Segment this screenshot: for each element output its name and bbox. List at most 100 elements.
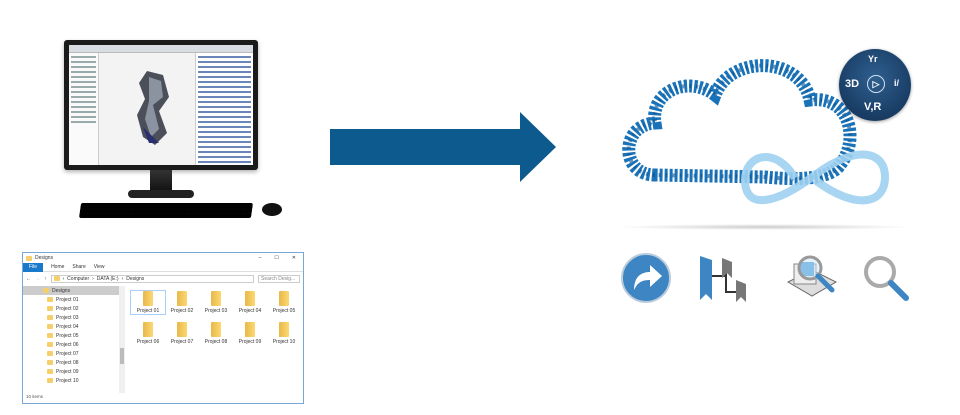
folder-label: Project 05 <box>272 308 296 314</box>
folder-item[interactable]: Project 07 <box>165 322 199 345</box>
folder-icon <box>211 322 221 337</box>
folder-icon <box>177 291 187 306</box>
folder-icon <box>47 351 53 356</box>
nav-item[interactable]: Project 04 <box>23 322 119 331</box>
nav-item-label: Project 09 <box>56 368 79 375</box>
compass-right: i/ <box>894 78 900 88</box>
folder-item[interactable]: Project 08 <box>199 322 233 345</box>
folder-label: Project 10 <box>272 339 296 345</box>
folder-icon <box>47 333 53 338</box>
folder-icon <box>47 369 53 374</box>
folder-item[interactable]: Project 03 <box>199 291 233 314</box>
nav-item-label: Project 08 <box>56 359 79 366</box>
folder-icon <box>43 288 49 293</box>
scrollbar-thumb[interactable] <box>120 348 124 364</box>
tab-share[interactable]: Share <box>72 264 86 270</box>
nav-item[interactable]: Project 01 <box>23 295 119 304</box>
folder-item[interactable]: Project 01 <box>130 290 166 315</box>
compass-left: 3D <box>845 78 860 90</box>
folder-label: Project 09 <box>238 339 262 345</box>
nav-item-label: Project 05 <box>56 332 79 339</box>
tab-home[interactable]: Home <box>51 264 65 270</box>
compass-top: Yr <box>868 54 878 64</box>
nav-item-label: Project 02 <box>56 305 79 312</box>
ribbon: File Home Share View <box>23 262 303 272</box>
nav-item-label: Project 10 <box>56 377 79 384</box>
search-input[interactable]: Search Desig... <box>258 274 300 283</box>
folder-icon <box>143 322 153 337</box>
folder-item[interactable]: Project 05 <box>267 291 301 314</box>
folder-icon <box>47 378 53 383</box>
forward-icon[interactable]: → <box>35 275 40 282</box>
nav-item-label: Project 04 <box>56 323 79 330</box>
folder-item[interactable]: Project 10 <box>267 322 301 345</box>
breadcrumb-computer[interactable]: Computer <box>67 275 90 282</box>
folder-item[interactable]: Project 09 <box>233 322 267 345</box>
right-arrow <box>330 112 556 182</box>
folder-icon <box>53 276 60 281</box>
nav-item[interactable]: Project 07 <box>23 349 119 358</box>
tab-file[interactable]: File <box>23 262 44 272</box>
redo-share-icon[interactable] <box>620 252 672 304</box>
search-icon[interactable] <box>860 252 912 304</box>
folder-label: Project 06 <box>136 339 160 345</box>
tab-view[interactable]: View <box>93 264 105 270</box>
back-icon[interactable]: ← <box>26 275 31 282</box>
folder-icon <box>177 322 187 337</box>
folder-label: Project 01 <box>136 308 160 314</box>
nav-item[interactable]: Project 03 <box>23 313 119 322</box>
desktop-monitor <box>64 40 258 170</box>
monitor-base <box>128 190 194 198</box>
nav-item[interactable]: Project 09 <box>23 367 119 376</box>
minimize-button[interactable]: – <box>258 255 262 261</box>
nav-item-label: Designs <box>52 287 71 294</box>
folder-icon <box>211 291 221 306</box>
file-explorer-window: Designs – ☐ ✕ File Home Share View ← → ↑… <box>22 252 304 404</box>
nav-scrollbar[interactable] <box>119 286 125 393</box>
revision-tree-icon[interactable] <box>696 252 748 304</box>
nav-item-label: Project 07 <box>56 350 79 357</box>
nav-item[interactable]: Project 10 <box>23 376 119 385</box>
folder-icon <box>47 315 53 320</box>
nav-item[interactable]: Designs <box>23 286 119 295</box>
maximize-button[interactable]: ☐ <box>274 255 279 261</box>
folder-icon <box>245 291 255 306</box>
folder-icon <box>47 306 53 311</box>
folder-icon <box>143 291 153 306</box>
breadcrumb-drive[interactable]: DATA (E:) <box>96 275 119 282</box>
folder-item[interactable]: Project 04 <box>233 291 267 314</box>
close-button[interactable]: ✕ <box>291 255 296 261</box>
folder-icon <box>279 322 289 337</box>
window-title: Designs <box>35 255 54 261</box>
up-icon[interactable]: ↑ <box>44 275 47 282</box>
monitor-stand <box>150 170 172 192</box>
folder-label: Project 08 <box>204 339 228 345</box>
3dexperience-compass-badge[interactable]: Yr 3D i/ V,R ▷ <box>839 49 911 121</box>
search-3d-model-icon[interactable] <box>786 252 838 304</box>
breadcrumb-designs[interactable]: Designs <box>126 275 145 282</box>
folder-icon <box>245 322 255 337</box>
cloud-icon <box>622 59 890 205</box>
keyboard <box>78 203 254 218</box>
nav-item[interactable]: Project 05 <box>23 331 119 340</box>
cad-toolbar <box>69 45 253 53</box>
cad-part-model <box>137 71 169 145</box>
folder-icon <box>47 297 53 302</box>
folder-item[interactable]: Project 02 <box>165 291 199 314</box>
folder-icon <box>47 324 53 329</box>
nav-item-label: Project 06 <box>56 341 79 348</box>
nav-item[interactable]: Project 06 <box>23 340 119 349</box>
title-bar: Designs – ☐ ✕ <box>23 253 303 263</box>
folder-icon <box>26 255 32 261</box>
address-bar[interactable]: › Computer› DATA (E:)› Designs <box>50 274 254 283</box>
folder-item[interactable]: Project 06 <box>131 322 165 345</box>
play-icon: ▷ <box>867 75 885 93</box>
compass-bottom: V,R <box>864 101 882 113</box>
nav-item[interactable]: Project 08 <box>23 358 119 367</box>
folder-icon <box>279 291 289 306</box>
nav-item-label: Project 03 <box>56 314 79 321</box>
status-bar: 10 items <box>26 394 44 399</box>
nav-item[interactable]: Project 02 <box>23 304 119 313</box>
